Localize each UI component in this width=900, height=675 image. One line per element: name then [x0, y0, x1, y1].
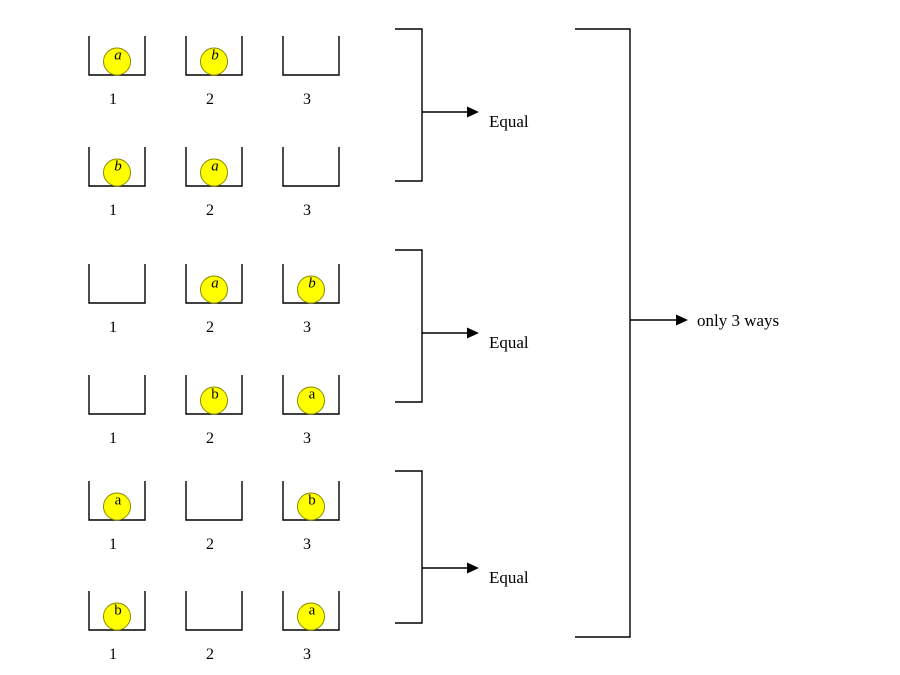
ball — [200, 386, 228, 415]
group-label: Equal — [489, 112, 529, 131]
box-outline — [88, 375, 146, 415]
ball-letter: b — [211, 387, 219, 403]
group-bracket — [395, 470, 423, 624]
box-number: 1 — [109, 536, 117, 553]
box-number: 1 — [109, 91, 117, 108]
pair-group: Equal — [395, 249, 529, 403]
ball-letter: a — [115, 493, 122, 509]
box-number: 1 — [109, 646, 117, 663]
box-outline — [185, 591, 243, 631]
ball-letter: b — [114, 603, 122, 619]
box-number: 1 — [109, 319, 117, 336]
ball — [103, 492, 131, 521]
box-number: 3 — [303, 91, 311, 108]
ball-letter: b — [308, 493, 316, 509]
box-outline — [282, 36, 340, 76]
ball — [297, 386, 325, 415]
box-number: 1 — [109, 202, 117, 219]
ball — [297, 275, 325, 304]
arrangement-row: a 1 2 b 3 — [88, 481, 340, 553]
box-number: 2 — [206, 202, 214, 219]
ball-letter: a — [211, 159, 219, 175]
group-label: Equal — [489, 568, 529, 587]
ball — [297, 602, 325, 631]
final-label: only 3 ways — [697, 311, 779, 330]
box-number: 1 — [109, 430, 117, 447]
group-arrow-head — [467, 106, 479, 118]
group-label: Equal — [489, 333, 529, 352]
ball-letter: b — [308, 276, 316, 292]
box-outline — [185, 481, 243, 521]
box-number: 3 — [303, 536, 311, 553]
arrangement-row: b 1 2 a 3 — [88, 591, 340, 663]
ball — [297, 492, 325, 521]
ball — [200, 158, 228, 187]
ball — [103, 158, 131, 187]
group-arrow-head — [467, 327, 479, 339]
ball-letter: a — [309, 387, 316, 403]
arrangement-row: 1 b 2 a 3 — [88, 375, 340, 447]
box-number: 3 — [303, 430, 311, 447]
box-number: 3 — [303, 319, 311, 336]
arrangement-row: a 1 b 2 3 — [88, 36, 340, 108]
arrangement-row: b 1 a 2 3 — [88, 147, 340, 219]
ball-letter: b — [211, 48, 219, 64]
outer-bracket — [575, 28, 631, 638]
box-number: 2 — [206, 91, 214, 108]
box-outline — [88, 264, 146, 304]
arrangement-rows: a 1 b 2 3 b 1 a 2 3 1 a 2 b 3 1 b 2 a 3 a 1 2 b 3 b 1 2 a 3 — [88, 36, 340, 663]
box-number: 3 — [303, 202, 311, 219]
box-number: 2 — [206, 319, 214, 336]
box-number: 2 — [206, 646, 214, 663]
ball — [200, 47, 228, 76]
ball-letter: a — [114, 48, 122, 64]
ball-letter: b — [114, 159, 122, 175]
group-arrow-head — [467, 562, 479, 574]
arrangement-row: 1 a 2 b 3 — [88, 264, 340, 336]
pair-group: Equal — [395, 470, 529, 624]
box-number: 3 — [303, 646, 311, 663]
final-summary: only 3 ways — [575, 28, 779, 638]
ball — [103, 47, 131, 76]
pair-group: Equal — [395, 28, 529, 182]
group-bracket — [395, 28, 423, 182]
final-arrow-head — [676, 314, 688, 326]
ball-letter: a — [211, 276, 219, 292]
group-bracket — [395, 249, 423, 403]
box-number: 2 — [206, 430, 214, 447]
ball — [103, 602, 131, 631]
box-number: 2 — [206, 536, 214, 553]
ball-letter: a — [309, 603, 316, 619]
ball — [200, 275, 228, 304]
box-outline — [282, 147, 340, 187]
